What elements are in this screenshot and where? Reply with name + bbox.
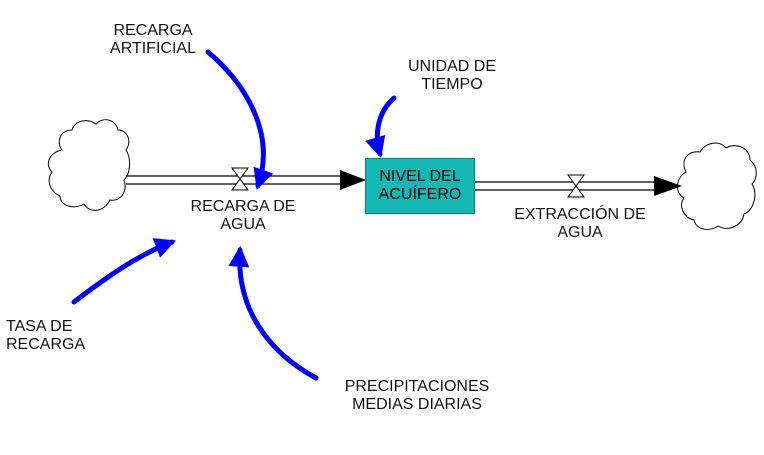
aux-unidad-tiempo[interactable]: UNIDAD DE TIEMPO [392,58,512,94]
aux-unidad-tiempo-line2: TIEMPO [421,76,483,93]
aux-recarga-artificial-line2: ARTIFICIAL [110,40,196,57]
aux-tasa-recarga[interactable]: TASA DE RECARGA [6,318,106,354]
inflow-valve-icon [231,167,249,191]
inflow-label-line1: RECARGA DE [190,198,296,215]
aux-precipitaciones-line1: PRECIPITACIONES [344,378,490,395]
outflow-valve-icon [567,174,585,198]
link-arrow-recarga-artificial [205,49,274,190]
inflow-label[interactable]: RECARGA DE AGUA [178,198,308,234]
aux-unidad-tiempo-line1: UNIDAD DE [407,58,496,75]
sink-cloud-icon [677,142,757,230]
outflow-label-line2: AGUA [557,224,603,241]
outflow-pipe [475,176,682,196]
aux-tasa-recarga-line1: TASA DE [6,318,73,335]
aux-recarga-artificial-line1: RECARGA [113,22,193,39]
stock-nivel-acuifero[interactable]: NIVEL DEL ACUÍFERO [365,158,475,214]
inflow-pipe [126,170,366,190]
aux-precipitaciones[interactable]: PRECIPITACIONES MEDIAS DIARIAS [322,378,512,414]
link-arrow-precipitaciones [228,245,319,381]
aux-tasa-recarga-line2: RECARGA [6,336,86,353]
link-arrow-unidad-tiempo [365,95,397,159]
stock-label-line2: ACUÍFERO [378,186,462,203]
aux-precipitaciones-line2: MEDIAS DIARIAS [352,396,482,413]
stock-label-line1: NIVEL DEL [379,168,461,185]
aux-recarga-artificial[interactable]: RECARGA ARTIFICIAL [88,22,218,58]
link-arrow-tasa-recarga [71,238,176,305]
outflow-label-line1: EXTRACCIÓN DE [514,206,646,223]
outflow-label[interactable]: EXTRACCIÓN DE AGUA [500,206,660,242]
inflow-label-line2: AGUA [220,216,266,233]
source-cloud-icon [47,119,131,211]
